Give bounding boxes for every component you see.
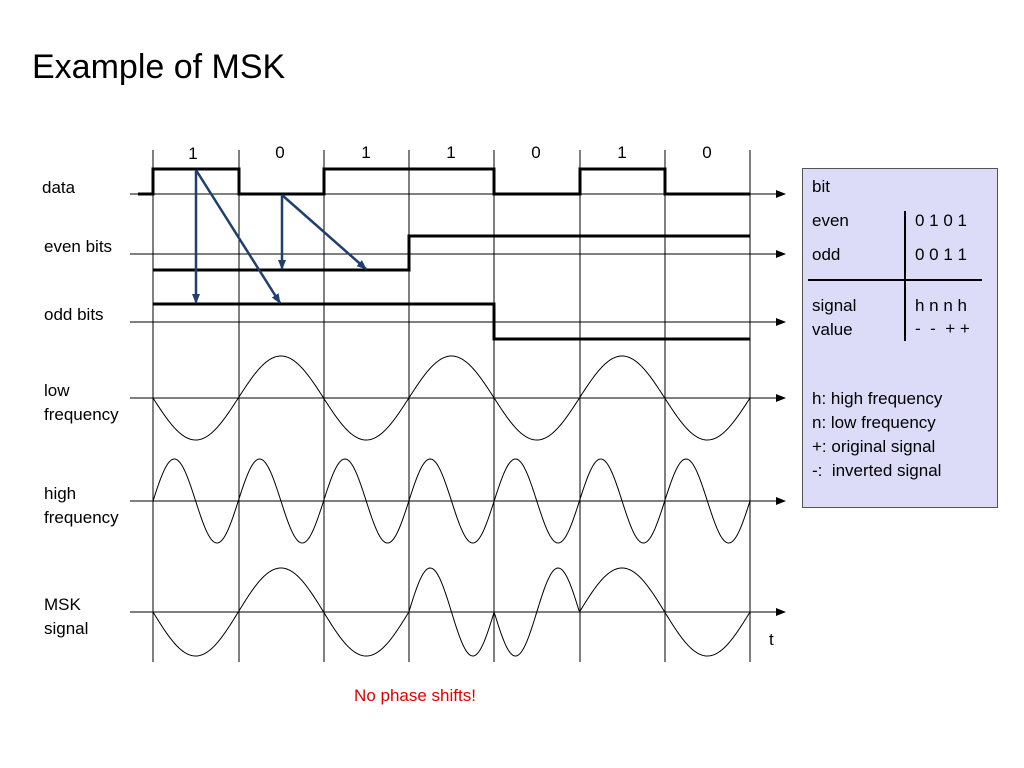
legend-bit-label: bit — [812, 177, 830, 196]
row-label-high-frequency: high frequency — [44, 484, 119, 527]
legend-note-high: h: high frequency — [812, 389, 943, 408]
bit-label: 1 — [188, 144, 198, 163]
legend-note-low: n: low frequency — [812, 413, 936, 432]
legend-signal-values: h n n h — [915, 296, 967, 315]
row-label-odd-bits: odd bits — [44, 305, 104, 324]
arrow-bit0-to-next — [281, 194, 367, 270]
bit-label: 1 — [446, 143, 456, 162]
arrow-bit1-to-odd — [194, 169, 282, 304]
legend-odd-label: odd — [812, 245, 841, 264]
bit-label: 1 — [361, 143, 371, 162]
data-waveform — [138, 167, 750, 196]
row-label-low-frequency: low frequency — [44, 381, 119, 424]
row-label-msk-signal: MSK signal — [44, 595, 89, 638]
row-label-even-bits: even bits — [44, 237, 113, 256]
legend-box: bit even 0 1 0 1 odd 0 0 1 1 signal valu… — [802, 168, 998, 508]
legend-odd-values: 0 0 1 1 — [915, 245, 967, 264]
legend-even-label: even — [812, 211, 849, 230]
odd-bits-waveform — [153, 302, 750, 341]
even-bits-waveform — [153, 234, 750, 272]
legend-sign-values: - - + + — [915, 319, 970, 338]
row-label-data: data — [42, 178, 76, 197]
msk-signal-wave — [152, 567, 751, 657]
legend-table-vertical-rule — [904, 211, 906, 341]
bit-boundary-gridlines — [152, 150, 751, 662]
low-frequency-wave — [152, 355, 751, 441]
bit-label: 0 — [275, 143, 285, 162]
time-axis-label: t — [769, 630, 774, 649]
legend-table-horizontal-rule — [808, 279, 982, 281]
no-phase-shifts-note: No phase shifts! — [354, 686, 476, 705]
bit-label: 0 — [531, 143, 541, 162]
legend-note-original: +: original signal — [812, 437, 936, 456]
legend-note-inverted: -: inverted signal — [812, 461, 942, 480]
legend-value-label: value — [812, 320, 853, 339]
time-axes — [130, 190, 786, 616]
page-title: Example of MSK — [32, 48, 286, 86]
bit-label: 1 — [617, 143, 627, 162]
high-frequency-wave — [152, 458, 751, 544]
bit-mapping-arrows — [192, 169, 367, 304]
legend-signal-label: signal — [812, 296, 857, 315]
bit-label: 0 — [702, 143, 712, 162]
legend-even-values: 0 1 0 1 — [915, 211, 967, 230]
